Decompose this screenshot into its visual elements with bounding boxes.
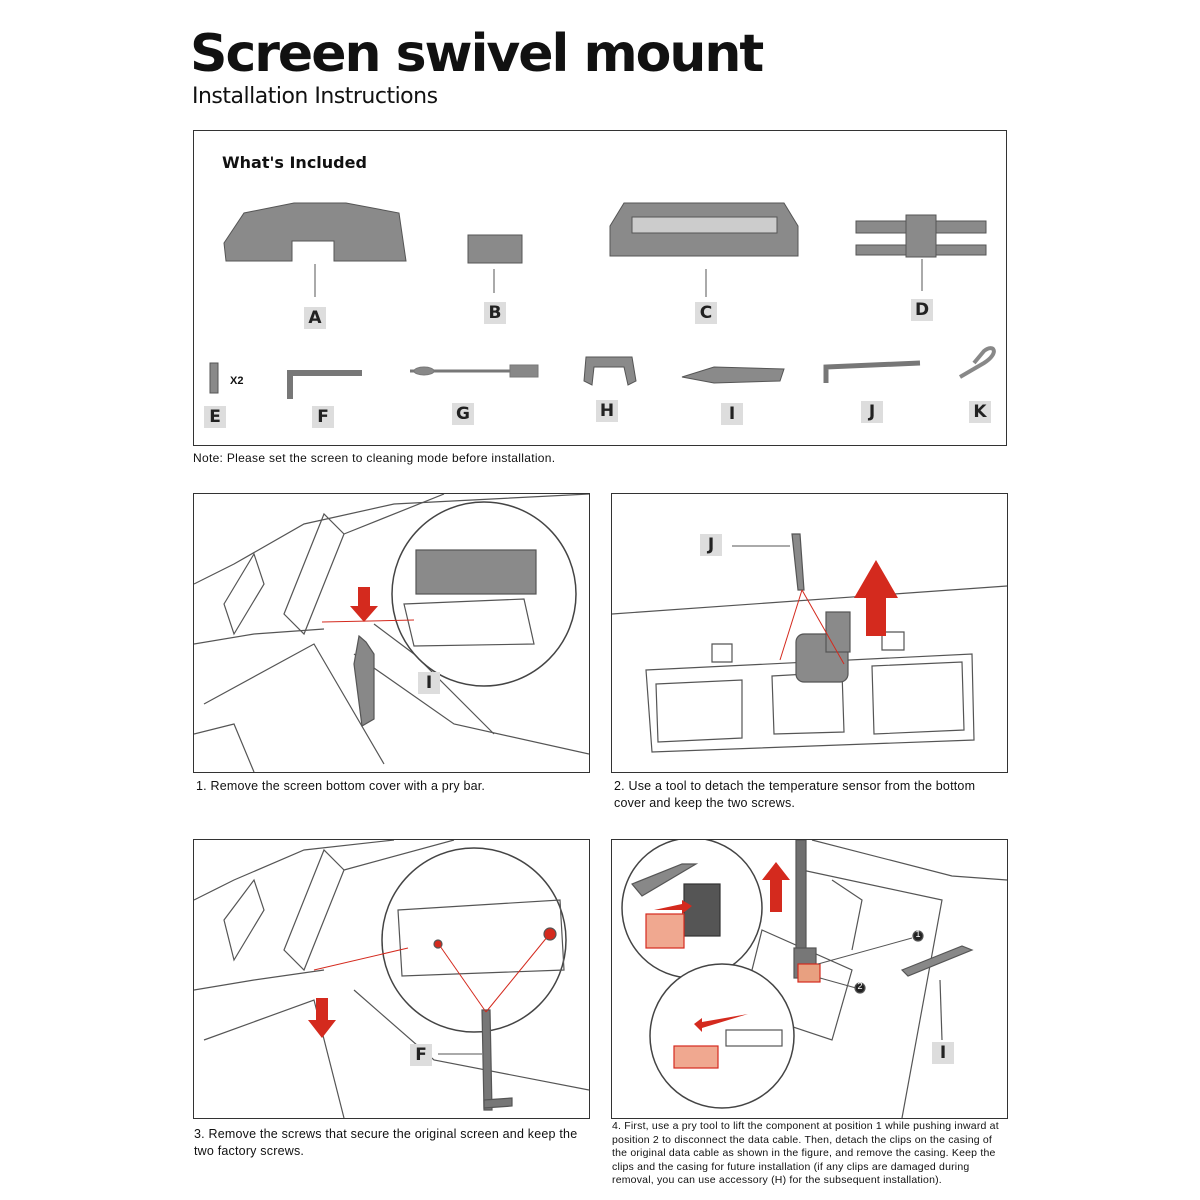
step-3-caption: 3. Remove the screws that secure the ori… bbox=[194, 1127, 578, 1158]
step-2-label: J bbox=[700, 534, 722, 556]
part-label-e: E bbox=[204, 406, 226, 428]
part-i-pry-bar bbox=[681, 366, 785, 384]
red-arrow-up bbox=[732, 545, 898, 665]
step-1-label: I bbox=[418, 672, 440, 694]
part-label-g: G bbox=[452, 403, 474, 425]
part-f-allen-key bbox=[287, 370, 362, 399]
part-b-block bbox=[467, 234, 523, 264]
part-d-hinge bbox=[855, 214, 987, 258]
part-a-bracket bbox=[223, 202, 407, 262]
red-arrows-step4 bbox=[654, 862, 913, 1032]
page-subtitle: Installation Instructions bbox=[192, 84, 438, 109]
position-marker-1: 1 bbox=[915, 929, 921, 939]
part-j-key bbox=[823, 360, 921, 383]
part-e-quantity: X2 bbox=[230, 375, 244, 387]
part-label-i: I bbox=[721, 403, 743, 425]
part-k-cable-tie bbox=[958, 346, 996, 379]
step-3-illustration: F bbox=[193, 839, 590, 1119]
part-h-clip bbox=[583, 356, 637, 386]
part-label-a: A bbox=[304, 307, 326, 329]
step-3-label: F bbox=[410, 1044, 432, 1066]
part-label-h: H bbox=[596, 400, 618, 422]
step-1-caption: 1. Remove the screen bottom cover with a… bbox=[196, 779, 486, 793]
part-c-plate bbox=[609, 202, 799, 257]
step-4-illustration: 1 2 I bbox=[611, 839, 1008, 1119]
step-4-label: I bbox=[932, 1042, 954, 1064]
part-label-j: J bbox=[861, 401, 883, 423]
page-title: Screen swivel mount bbox=[190, 24, 764, 84]
part-label-f: F bbox=[312, 406, 334, 428]
step-4-caption: 4. First, use a pry tool to lift the com… bbox=[612, 1120, 999, 1186]
part-g-screwdriver bbox=[410, 364, 539, 378]
part-label-d: D bbox=[911, 299, 933, 321]
parts-illustration bbox=[209, 202, 996, 399]
step-2-caption: 2. Use a tool to detach the temperature … bbox=[614, 779, 976, 810]
step-2-illustration: J bbox=[611, 493, 1008, 773]
part-label-b: B bbox=[484, 302, 506, 324]
red-arrow-down-step3 bbox=[308, 935, 549, 1055]
red-arrow-down bbox=[321, 587, 415, 623]
included-parts-panel: What's Included bbox=[193, 130, 1007, 446]
installation-note: Note: Please set the screen to cleaning … bbox=[193, 451, 556, 465]
included-title: What's Included bbox=[222, 153, 367, 172]
position-marker-2: 2 bbox=[857, 981, 863, 991]
part-label-k: K bbox=[969, 401, 991, 423]
step-1-illustration: I bbox=[193, 493, 590, 773]
part-e-screws bbox=[209, 362, 219, 394]
part-label-c: C bbox=[695, 302, 717, 324]
